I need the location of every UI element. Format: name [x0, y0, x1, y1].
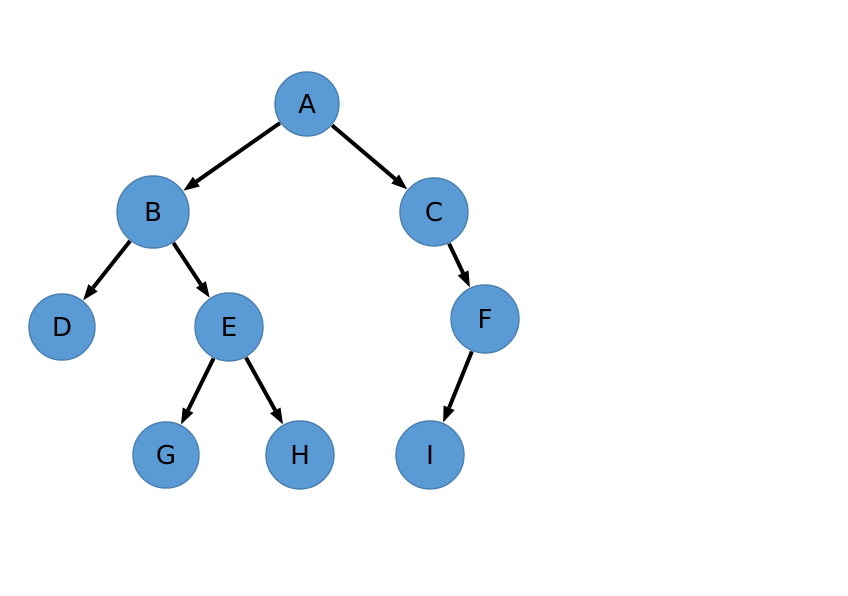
edge-layer: [83, 121, 474, 425]
graph-edge-a-b: [183, 121, 282, 191]
edge-line: [447, 242, 465, 274]
edge-line: [186, 357, 216, 412]
node-circle[interactable]: [395, 420, 465, 490]
edge-line: [244, 356, 278, 412]
graph-edge-e-h: [244, 356, 284, 425]
graph-node-g[interactable]: G: [132, 421, 200, 489]
node-circle[interactable]: [274, 71, 340, 137]
graph-node-e[interactable]: E: [194, 292, 264, 362]
graph-node-b[interactable]: B: [116, 175, 190, 249]
node-circle[interactable]: [28, 293, 96, 361]
node-circle[interactable]: [194, 292, 264, 362]
edge-arrowhead-icon: [183, 176, 200, 191]
graph-node-f[interactable]: F: [450, 284, 520, 354]
graph-edge-f-i: [443, 350, 474, 423]
edge-arrowhead-icon: [457, 270, 470, 288]
node-circle[interactable]: [265, 420, 335, 490]
node-circle[interactable]: [450, 284, 520, 354]
graph-edge-e-g: [181, 357, 216, 425]
edge-line: [330, 123, 397, 181]
graph-edge-b-d: [83, 239, 132, 301]
edge-line: [195, 121, 282, 184]
edge-arrowhead-icon: [443, 405, 455, 423]
graph-node-c[interactable]: C: [399, 177, 469, 247]
graph-node-h[interactable]: H: [265, 420, 335, 490]
graph-edge-a-c: [330, 123, 408, 190]
edge-arrowhead-icon: [391, 174, 408, 190]
node-circle[interactable]: [399, 177, 469, 247]
graph-edge-c-f: [447, 242, 470, 288]
edge-arrowhead-icon: [270, 407, 284, 425]
edge-arrowhead-icon: [195, 281, 210, 298]
graph-node-a[interactable]: A: [274, 71, 340, 137]
graph-node-d[interactable]: D: [28, 293, 96, 361]
edge-line: [171, 241, 203, 286]
graph-edge-b-e: [171, 241, 210, 298]
edge-line: [91, 239, 132, 290]
edge-arrowhead-icon: [83, 284, 98, 301]
edge-arrowhead-icon: [181, 407, 194, 425]
node-circle[interactable]: [132, 421, 200, 489]
node-circle[interactable]: [116, 175, 190, 249]
graph-node-i[interactable]: I: [395, 420, 465, 490]
edge-line: [447, 350, 474, 409]
